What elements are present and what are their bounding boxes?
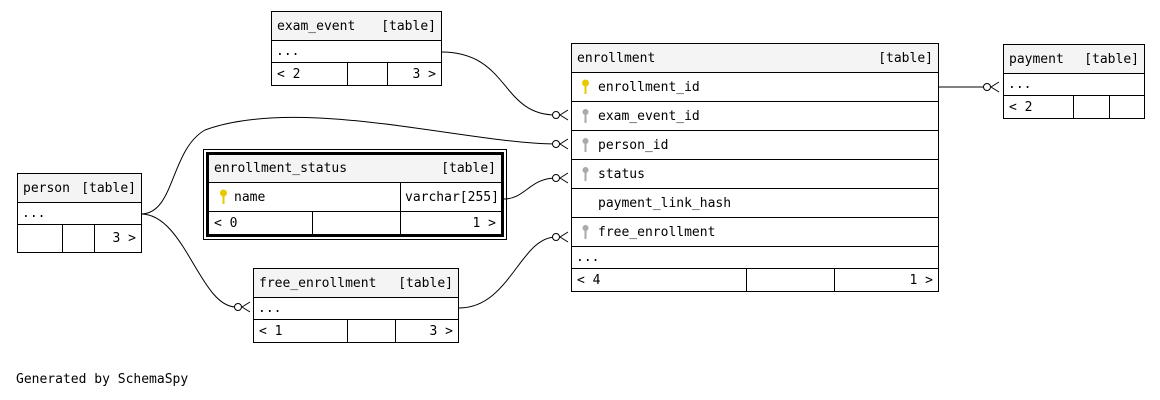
crowfoot-markers [234,81,1000,313]
table-name: enrollment [577,50,656,66]
table-name: payment [1009,51,1064,67]
foreign-key-icon [582,109,589,123]
table-tag: [table] [381,18,436,34]
foreign-key-icon [582,225,589,239]
table-tag: [table] [878,50,933,66]
table-name: person [23,180,70,196]
table-header: free_enrollment [table] [254,269,458,298]
table-tag: [table] [1084,51,1139,67]
link-person-free_enrollment [140,213,237,308]
generator-credit: Generated by SchemaSpy [16,372,189,387]
column-row[interactable]: payment_link_hash [572,189,938,218]
footer-spacer [347,320,395,342]
children-count: 1 > [400,212,501,234]
foreign-key-icon [582,167,589,181]
footer-spacer [347,63,387,85]
table-header: exam_event [table] [272,12,441,41]
table-footer: < 4 1 > [572,269,938,291]
table-enrollment_status[interactable]: enrollment_status [table] name varchar[2… [203,149,507,240]
table-exam_event[interactable]: exam_event [table] ... < 2 3 > [271,11,442,86]
primary-key-icon [220,189,227,204]
table-name: exam_event [277,18,356,34]
children-count: 1 > [834,269,938,291]
table-footer: 3 > [18,225,141,252]
children-count: 3 > [395,320,458,342]
column-name: name [234,189,266,205]
children-count: 3 > [94,225,141,252]
table-tag: [table] [441,161,496,176]
table-footer: < 0 1 > [209,212,501,234]
table-tag: [table] [398,275,453,291]
table-payment[interactable]: payment [table] ... < 2 [1003,44,1145,119]
parents-count: < 2 [1009,99,1033,115]
primary-key-icon [582,79,589,94]
table-header: payment [table] [1004,45,1144,74]
footer-spacer [746,269,834,291]
columns-ellipsis: ... [18,203,141,225]
column-row[interactable]: exam_event_id [572,102,938,131]
column-row[interactable]: person_id [572,131,938,160]
column-name: enrollment_id [598,79,700,95]
table-free_enrollment[interactable]: free_enrollment [table] ... < 1 3 > [253,268,459,343]
table-header: enrollment [table] [572,44,938,73]
table-footer: < 1 3 > [254,320,458,342]
column-name: free_enrollment [598,224,716,240]
column-row[interactable]: name varchar[255] [209,183,501,212]
column-row[interactable]: status [572,160,938,189]
children-count: 3 > [387,63,441,85]
columns-ellipsis: ... [1004,74,1144,96]
table-name: enrollment_status [214,161,348,176]
table-header: person [table] [18,174,141,203]
parents-count [18,225,62,252]
table-header: enrollment_status [table] [209,155,501,183]
link-status-enrollment [503,177,557,200]
column-name: payment_link_hash [598,195,732,211]
table-tag: [table] [81,180,136,196]
footer-spacer [312,212,400,234]
link-exam_event-enrollment [440,51,557,116]
footer-spacer [62,225,94,252]
table-person[interactable]: person [table] ... 3 > [17,173,142,253]
link-free-enrollment [458,236,557,309]
column-name: person_id [598,137,669,153]
link-person-enrollment [140,116,557,215]
table-name: free_enrollment [259,275,377,291]
table-footer: < 2 3 > [272,63,441,85]
columns-ellipsis: ... [572,247,938,269]
parents-count: < 0 [214,215,238,231]
table-footer: < 2 [1004,96,1144,118]
column-name: status [598,166,645,182]
column-type: varchar[255] [400,183,499,211]
column-row[interactable]: free_enrollment [572,218,938,247]
children-count [1109,96,1144,118]
columns-ellipsis: ... [254,298,458,320]
footer-spacer [1073,96,1109,118]
columns-ellipsis: ... [272,41,441,63]
parents-count: < 2 [277,66,301,82]
table-enrollment[interactable]: enrollment [table] enrollment_id exam_ev… [571,43,939,292]
column-name: exam_event_id [598,108,700,124]
parents-count: < 1 [259,323,283,339]
column-row[interactable]: enrollment_id [572,73,938,102]
foreign-key-icon [582,138,589,152]
parents-count: < 4 [577,272,601,288]
